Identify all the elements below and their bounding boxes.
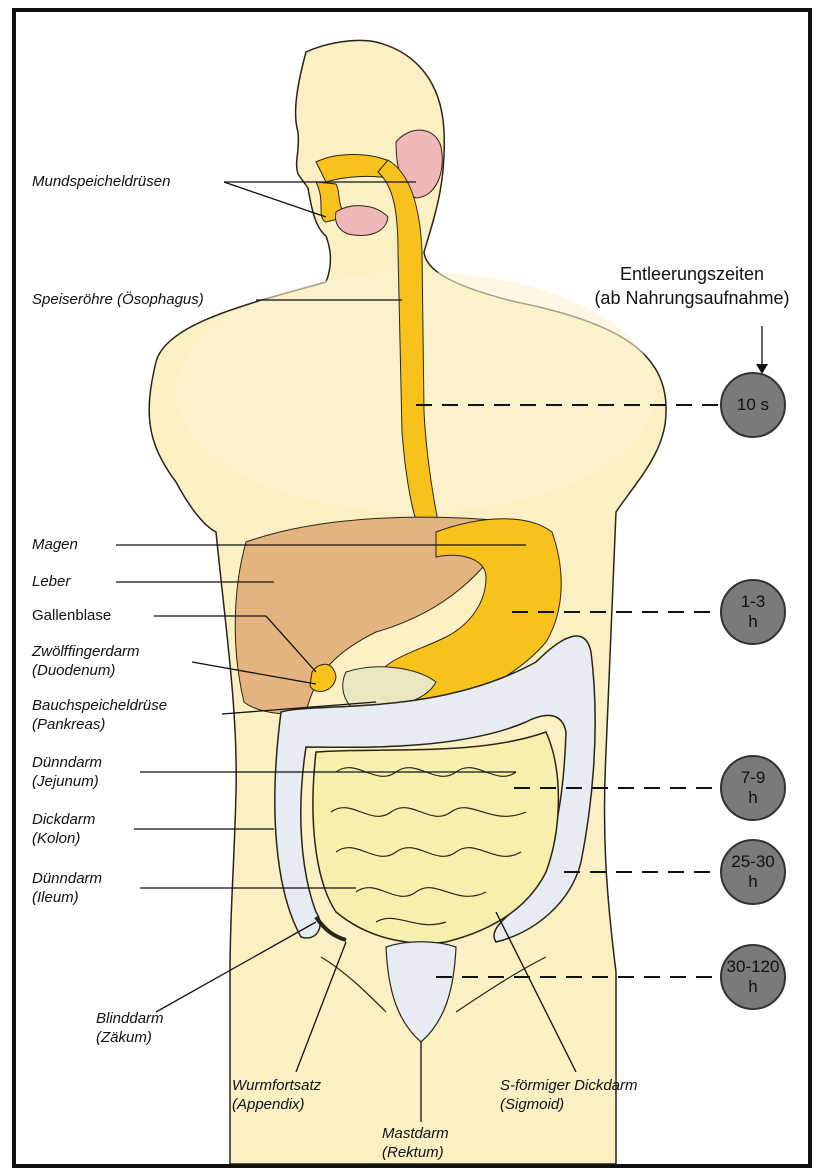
time-badge-value: 7-9 — [741, 768, 766, 788]
time-badge-value: 25-30 — [731, 852, 774, 872]
label-duodenum-line1: Zwölffingerdarm — [32, 642, 140, 661]
label-pancreas-line1: Bauchspeicheldrüse — [32, 696, 167, 715]
label-salivary-glands: Mundspeicheldrüsen — [32, 172, 170, 191]
time-badge-stomach: 1-3 h — [720, 579, 786, 645]
label-appendix: Wurmfortsatz (Appendix) — [232, 1076, 321, 1114]
label-rectum-line1: Mastdarm — [382, 1124, 449, 1143]
time-badge-esophagus: 10 s — [720, 372, 786, 438]
label-jejunum: Dünndarm (Jejunum) — [32, 753, 102, 791]
emptying-times-title-line1: Entleerungszeiten — [576, 262, 808, 286]
label-stomach: Magen — [32, 535, 78, 554]
label-ileum-line2: (Ileum) — [32, 888, 102, 907]
label-sigmoid-line2: (Sigmoid) — [500, 1095, 638, 1114]
time-badge-unit: h — [748, 977, 757, 997]
time-badge-small-intestine: 7-9 h — [720, 755, 786, 821]
time-badge-value: 1-3 — [741, 592, 766, 612]
label-sigmoid: S-förmiger Dickdarm (Sigmoid) — [500, 1076, 638, 1114]
label-ileum-line1: Dünndarm — [32, 869, 102, 888]
label-pancreas: Bauchspeicheldrüse (Pankreas) — [32, 696, 167, 734]
label-cecum-line2: (Zäkum) — [96, 1028, 164, 1047]
label-jejunum-line1: Dünndarm — [32, 753, 102, 772]
emptying-times-title: Entleerungszeiten (ab Nahrungsaufnahme) — [576, 262, 808, 310]
emptying-times-title-line2: (ab Nahrungsaufnahme) — [576, 286, 808, 310]
time-badge-colon: 25-30 h — [720, 839, 786, 905]
time-badge-unit: h — [748, 788, 757, 808]
label-duodenum-line2: (Duodenum) — [32, 661, 140, 680]
time-badge-rectum: 30-120 h — [720, 944, 786, 1010]
label-esophagus: Speiseröhre (Ösophagus) — [32, 290, 204, 309]
label-pancreas-line2: (Pankreas) — [32, 715, 167, 734]
diagram-frame: Entleerungszeiten (ab Nahrungsaufnahme) … — [12, 8, 812, 1168]
time-badge-value: 30-120 — [727, 957, 780, 977]
time-badge-unit: h — [748, 612, 757, 632]
label-rectum: Mastdarm (Rektum) — [382, 1124, 449, 1162]
label-cecum: Blinddarm (Zäkum) — [96, 1009, 164, 1047]
label-jejunum-line2: (Jejunum) — [32, 772, 102, 791]
label-rectum-line2: (Rektum) — [382, 1143, 449, 1162]
label-liver: Leber — [32, 572, 70, 591]
label-colon-line2: (Kolon) — [32, 829, 95, 848]
label-ileum: Dünndarm (Ileum) — [32, 869, 102, 907]
label-duodenum: Zwölffingerdarm (Duodenum) — [32, 642, 140, 680]
label-colon-line1: Dickdarm — [32, 810, 95, 829]
label-cecum-line1: Blinddarm — [96, 1009, 164, 1028]
label-gallbladder: Gallenblase — [32, 606, 111, 625]
label-colon: Dickdarm (Kolon) — [32, 810, 95, 848]
time-badge-value: 10 s — [737, 395, 769, 415]
label-sigmoid-line1: S-förmiger Dickdarm — [500, 1076, 638, 1095]
label-appendix-line1: Wurmfortsatz — [232, 1076, 321, 1095]
time-badge-unit: h — [748, 872, 757, 892]
label-appendix-line2: (Appendix) — [232, 1095, 321, 1114]
